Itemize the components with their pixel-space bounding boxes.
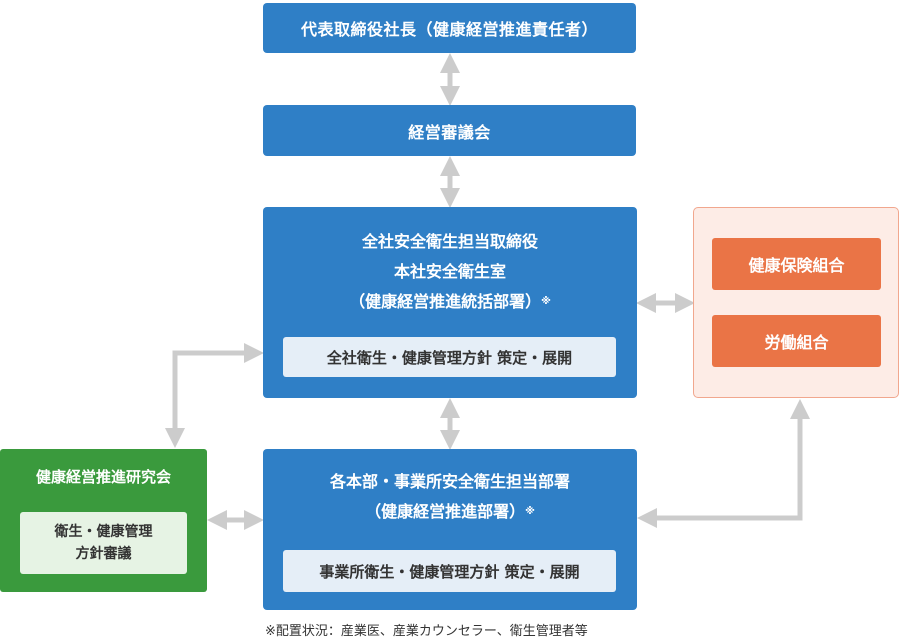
labor-union-box: 労働組合 [712, 315, 881, 367]
central-line3-wrap: （健康経営推進統括部署）※ [349, 287, 551, 317]
arrow-unions-division [636, 398, 810, 528]
research-committee-title: 健康経営推進研究会 [35, 468, 171, 486]
central-line3: （健康経営推進統括部署） [349, 292, 542, 311]
division-line1: 各本部・事業所安全衛生担当部署 [329, 472, 570, 491]
health-insurance-label: 健康保険組合 [748, 256, 845, 275]
division-footnote-mark: ※ [525, 506, 535, 517]
arrow-research-central [165, 343, 265, 449]
council-label: 経営審議会 [408, 122, 491, 142]
union-group-panel [693, 207, 899, 398]
central-footnote-mark: ※ [541, 296, 551, 307]
president-box: 代表取締役社長（健康経営推進責任者） [263, 3, 636, 53]
council-box: 経営審議会 [263, 105, 636, 156]
central-policy-panel: 全社衛生・健康管理方針 策定・展開 [283, 337, 616, 377]
division-line2-wrap: （健康経営推進部署）※ [365, 497, 535, 527]
division-line2: （健康経営推進部署） [365, 502, 526, 521]
research-policy-panel: 衛生・健康管理 方針審議 [20, 512, 187, 574]
research-policy-line1: 衛生・健康管理 [54, 524, 153, 540]
president-label: 代表取締役社長（健康経営推進責任者） [300, 20, 598, 39]
labor-union-label: 労働組合 [764, 333, 829, 352]
footnote: ※配置状況：産業医、産業カウンセラー、衛生管理者等 [265, 624, 588, 639]
central-line2: 本社安全衛生室 [393, 262, 506, 281]
division-policy-panel: 事業所衛生・健康管理方針 策定・展開 [283, 550, 616, 592]
health-insurance-box: 健康保険組合 [712, 238, 881, 290]
division-policy-label: 事業所衛生・健康管理方針 策定・展開 [319, 562, 580, 581]
central-line1: 全社安全衛生担当取締役 [361, 232, 538, 251]
research-policy-line2: 方針審議 [75, 546, 132, 562]
central-policy-label: 全社衛生・健康管理方針 策定・展開 [326, 348, 573, 367]
